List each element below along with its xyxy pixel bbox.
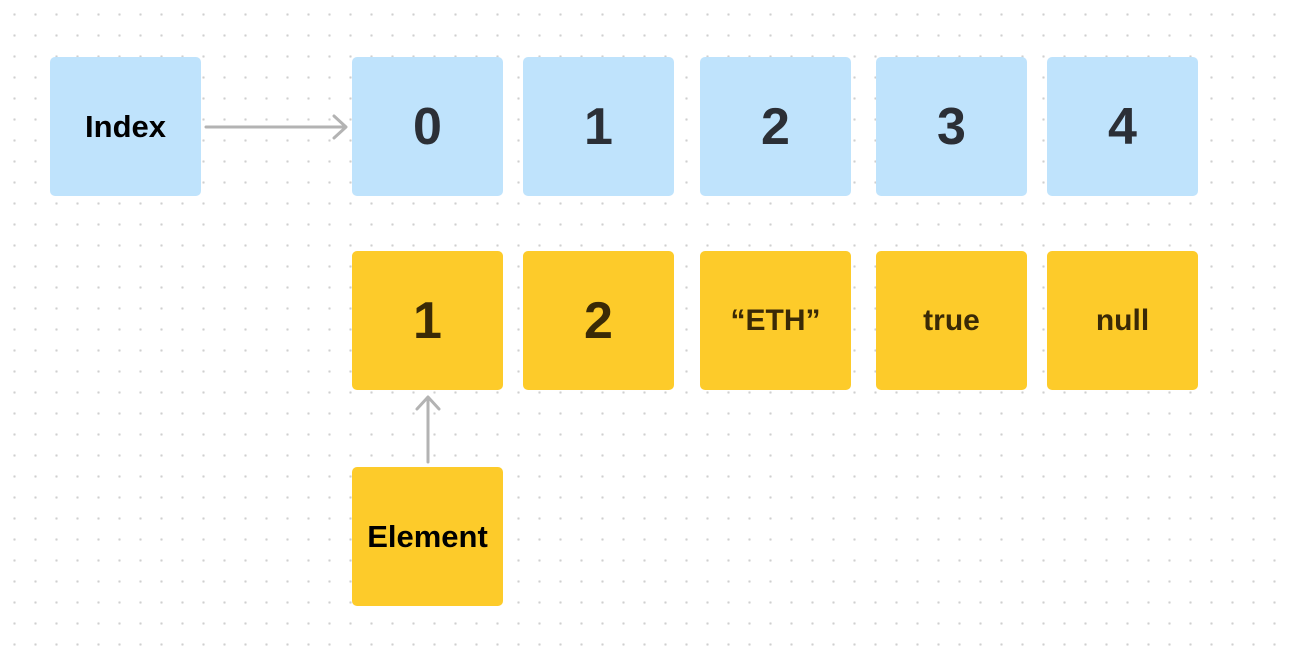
index-value: 3	[937, 97, 966, 156]
index-label-box: Index	[50, 57, 201, 196]
arrow-up-icon	[415, 395, 441, 464]
element-value: 1	[413, 291, 442, 350]
element-cell-0: 1	[352, 251, 503, 390]
element-cell-4: null	[1047, 251, 1198, 390]
index-value: 4	[1108, 97, 1137, 156]
element-label-box: Element	[352, 467, 503, 606]
index-cell-0: 0	[352, 57, 503, 196]
index-cell-2: 2	[700, 57, 851, 196]
element-value: null	[1095, 303, 1150, 337]
index-label-text: Index	[85, 108, 166, 144]
index-cell-3: 3	[876, 57, 1027, 196]
element-value: “ETH”	[730, 303, 821, 337]
element-cell-2: “ETH”	[700, 251, 851, 390]
index-cell-4: 4	[1047, 57, 1198, 196]
element-value: true	[923, 303, 980, 337]
element-cell-1: 2	[523, 251, 674, 390]
index-value: 1	[584, 97, 613, 156]
index-cell-1: 1	[523, 57, 674, 196]
element-cell-3: true	[876, 251, 1027, 390]
index-value: 0	[413, 97, 442, 156]
index-value: 2	[761, 97, 790, 156]
element-value: 2	[584, 291, 613, 350]
element-label-text: Element	[367, 518, 488, 554]
arrow-right-icon	[204, 114, 348, 140]
